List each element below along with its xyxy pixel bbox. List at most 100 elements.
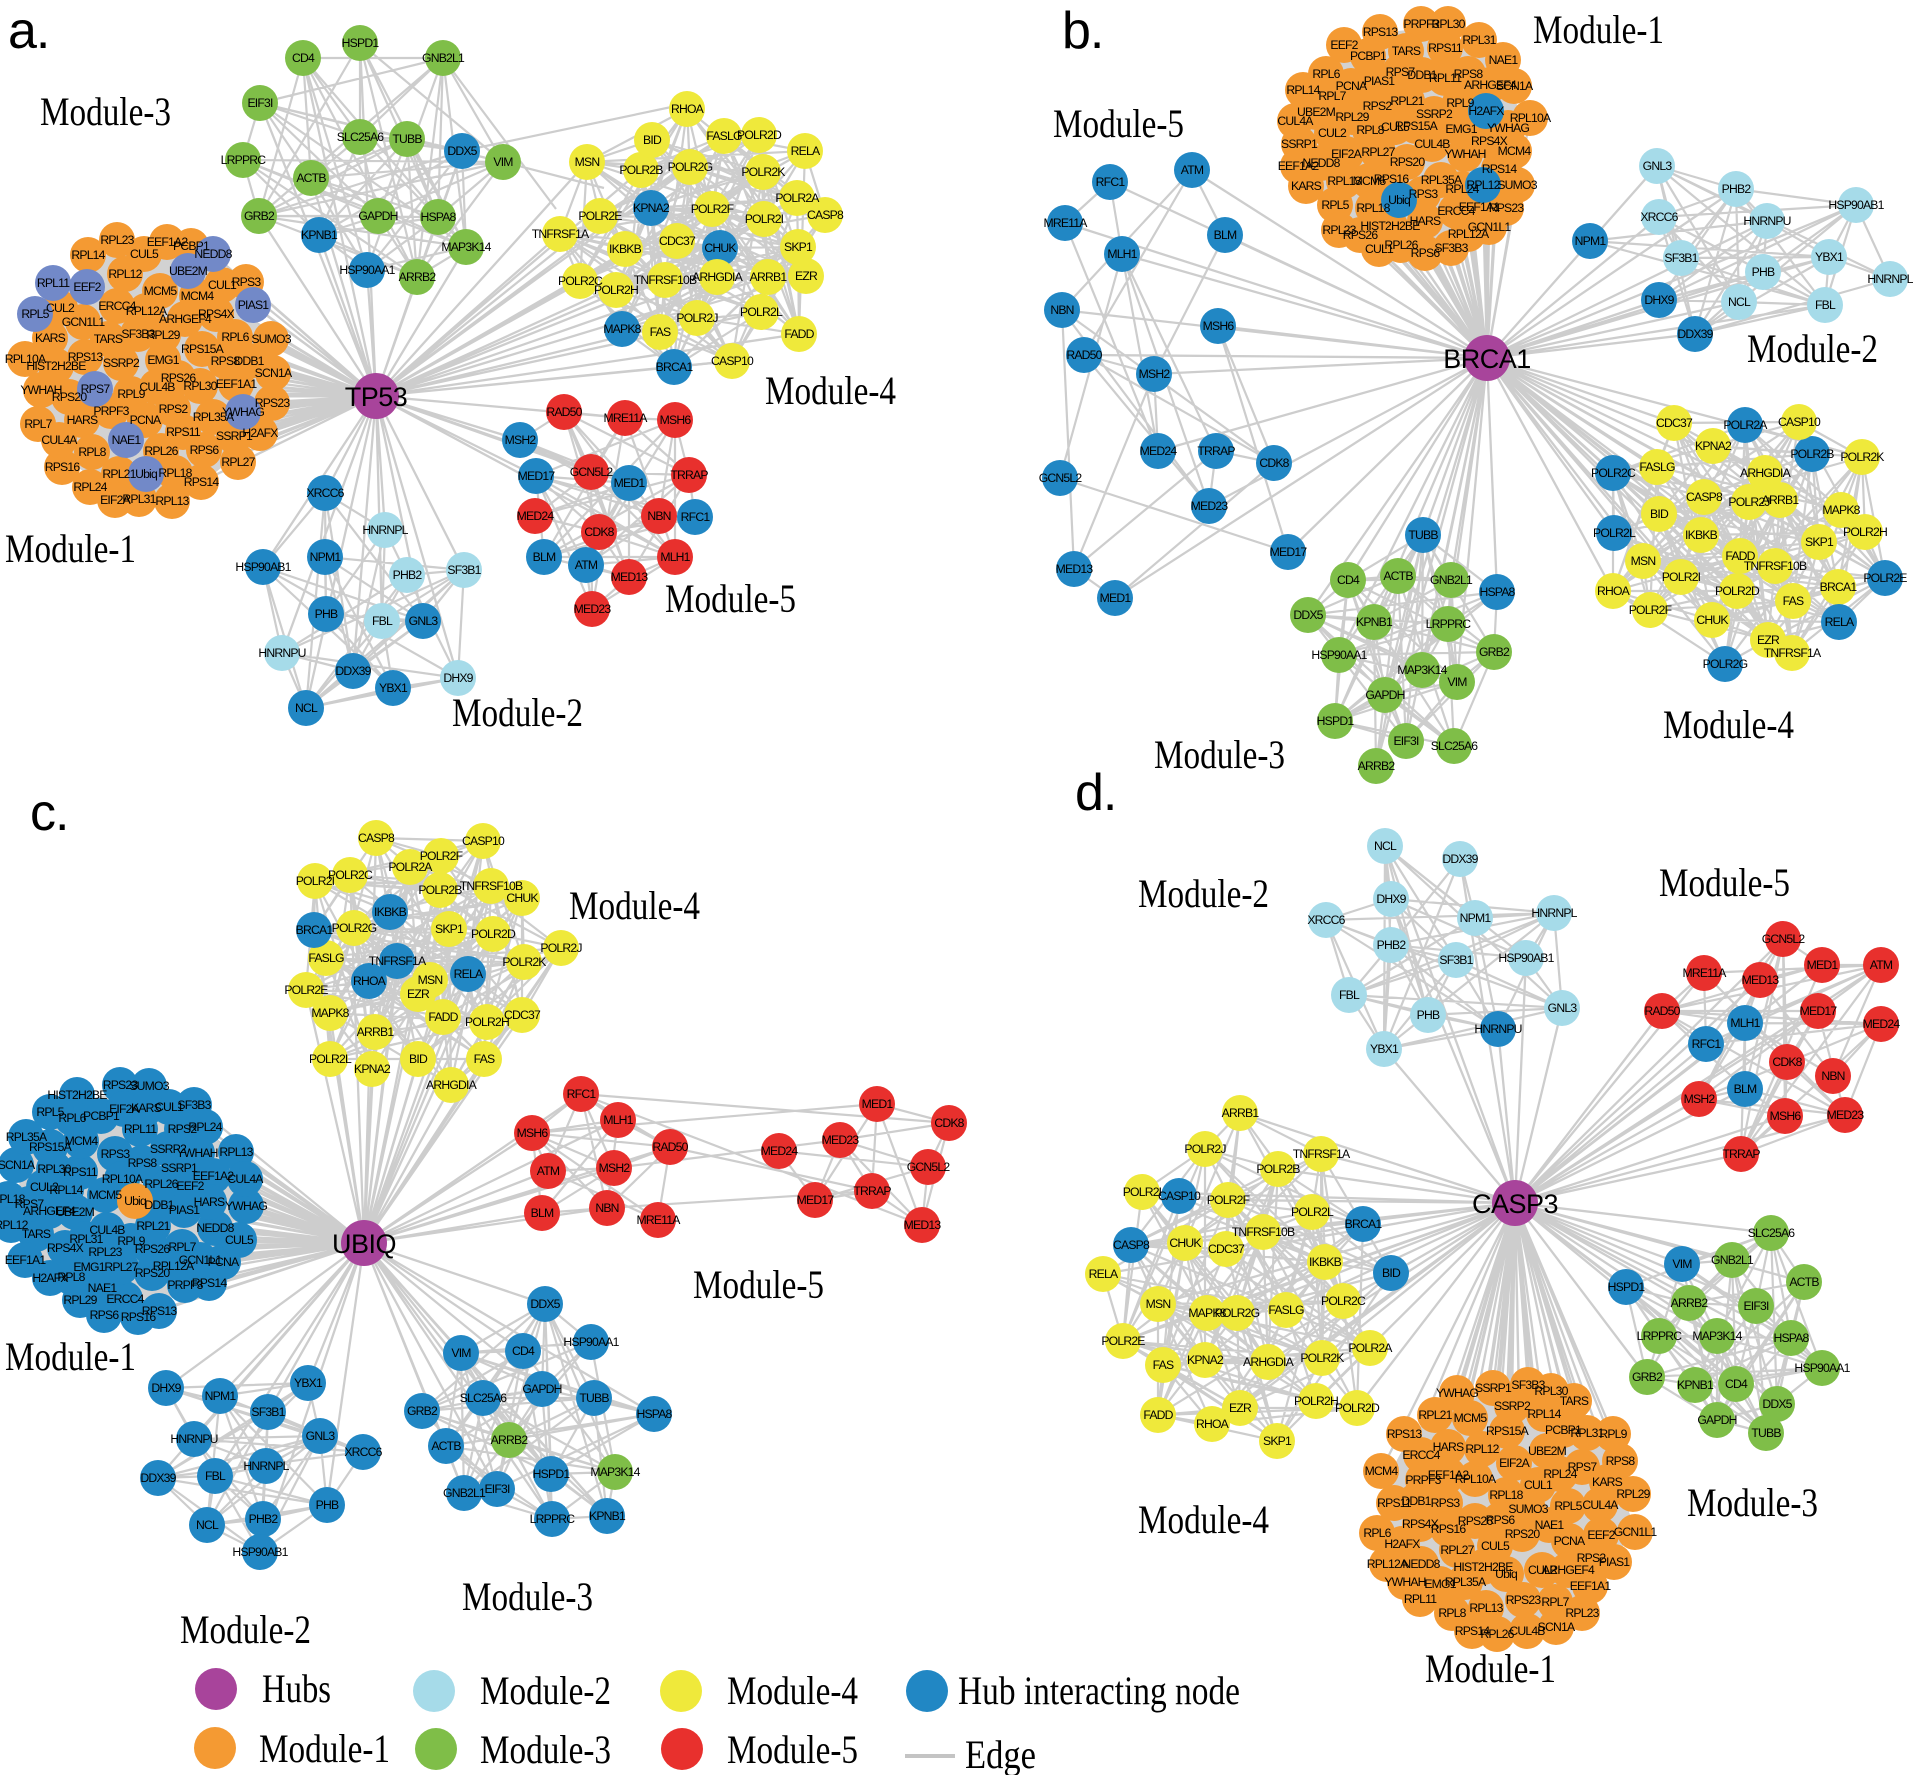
svg-text:HSP90AA1: HSP90AA1 — [1794, 1361, 1850, 1375]
svg-text:RPS14: RPS14 — [1455, 1624, 1491, 1638]
svg-text:Module-5: Module-5 — [727, 1727, 858, 1772]
svg-text:RPS20: RPS20 — [1505, 1527, 1541, 1541]
svg-text:H2AFX: H2AFX — [1384, 1537, 1420, 1551]
svg-text:EEF1A2: EEF1A2 — [193, 1169, 235, 1183]
svg-text:Module-2: Module-2 — [1138, 871, 1269, 916]
svg-text:NBN: NBN — [647, 509, 670, 523]
svg-text:MED13: MED13 — [1056, 562, 1094, 576]
svg-text:SF3B1: SF3B1 — [251, 1405, 285, 1419]
svg-text:SUMO3: SUMO3 — [1508, 1502, 1548, 1516]
svg-text:POLR2H: POLR2H — [594, 283, 638, 297]
svg-text:TARS: TARS — [94, 332, 123, 346]
svg-text:MED1: MED1 — [614, 476, 646, 490]
svg-text:RPL31: RPL31 — [122, 492, 156, 506]
svg-text:YWHAG: YWHAG — [1487, 121, 1529, 135]
svg-text:DHX9: DHX9 — [1644, 293, 1674, 307]
svg-text:CHUK: CHUK — [1696, 613, 1728, 627]
svg-text:RELA: RELA — [1825, 615, 1855, 629]
svg-text:RPL18: RPL18 — [158, 466, 192, 480]
svg-text:MLH1: MLH1 — [603, 1113, 633, 1127]
svg-text:RPL26: RPL26 — [1480, 1627, 1514, 1641]
svg-text:RPL13: RPL13 — [155, 494, 189, 508]
svg-text:TNFRSF1A: TNFRSF1A — [1764, 646, 1822, 660]
svg-text:BLM: BLM — [1734, 1082, 1757, 1096]
svg-text:Module-5: Module-5 — [693, 1262, 824, 1307]
svg-text:FAS: FAS — [474, 1052, 495, 1066]
svg-text:CUL2: CUL2 — [1528, 1563, 1557, 1577]
svg-text:EMG1: EMG1 — [1445, 122, 1477, 136]
svg-text:YBX1: YBX1 — [1815, 250, 1844, 264]
svg-text:YWHAG: YWHAG — [225, 1199, 267, 1213]
svg-text:CASP8: CASP8 — [358, 831, 395, 845]
svg-text:Hub interacting node: Hub interacting node — [958, 1668, 1240, 1713]
svg-text:SLC25A6: SLC25A6 — [1748, 1226, 1796, 1240]
svg-text:ATM: ATM — [1870, 958, 1893, 972]
svg-text:FBL: FBL — [205, 1469, 226, 1483]
svg-text:RPL12: RPL12 — [1466, 178, 1500, 192]
svg-text:Ubiq: Ubiq — [1388, 193, 1410, 207]
svg-text:RPS15A: RPS15A — [181, 342, 225, 356]
svg-text:FASLG: FASLG — [1268, 1303, 1304, 1317]
svg-text:POLR2K: POLR2K — [502, 955, 546, 969]
svg-text:MSN: MSN — [575, 155, 600, 169]
svg-text:TUBB: TUBB — [1751, 1426, 1781, 1440]
svg-text:SSRP2: SSRP2 — [1494, 1399, 1531, 1413]
svg-text:HSPD1: HSPD1 — [342, 36, 380, 50]
svg-text:RPS2: RPS2 — [1363, 99, 1393, 113]
svg-text:YWHAH: YWHAH — [20, 383, 61, 397]
svg-text:MED24: MED24 — [761, 1144, 799, 1158]
svg-text:SF3B1: SF3B1 — [447, 563, 481, 577]
svg-text:RPS6: RPS6 — [1411, 246, 1441, 260]
svg-text:CUL4A: CUL4A — [1582, 1498, 1619, 1512]
svg-text:RPL24: RPL24 — [1543, 1467, 1577, 1481]
svg-text:TARS: TARS — [22, 1227, 51, 1241]
svg-text:CD4: CD4 — [1725, 1377, 1748, 1391]
svg-text:NCL: NCL — [196, 1518, 219, 1532]
svg-text:RHOA: RHOA — [671, 102, 705, 116]
svg-text:POLR2E: POLR2E — [1863, 571, 1907, 585]
svg-text:HARS: HARS — [1410, 214, 1441, 228]
svg-text:RPL26: RPL26 — [144, 444, 178, 458]
svg-text:RPL21: RPL21 — [1418, 1408, 1452, 1422]
svg-text:CDC37: CDC37 — [1208, 1242, 1245, 1256]
svg-text:MLH1: MLH1 — [1107, 247, 1137, 261]
svg-text:MED23: MED23 — [1827, 1108, 1865, 1122]
svg-text:SF3B1: SF3B1 — [1439, 953, 1473, 967]
svg-text:ARHGEF4: ARHGEF4 — [159, 312, 212, 326]
svg-text:RPS20: RPS20 — [135, 1266, 171, 1280]
svg-text:RPL12A: RPL12A — [1367, 1557, 1409, 1571]
svg-text:POLR2B: POLR2B — [1256, 1162, 1300, 1176]
svg-text:BRCA1: BRCA1 — [656, 360, 694, 374]
svg-text:SLC25A6: SLC25A6 — [337, 130, 385, 144]
svg-text:RPS20: RPS20 — [1390, 155, 1426, 169]
svg-text:BRCA1: BRCA1 — [1820, 580, 1858, 594]
svg-text:EEF1A1: EEF1A1 — [1570, 1579, 1612, 1593]
svg-text:TUBB: TUBB — [392, 132, 422, 146]
svg-text:d.: d. — [1075, 764, 1116, 822]
svg-text:RPS11: RPS11 — [166, 425, 201, 439]
svg-text:POLR2B: POLR2B — [1790, 447, 1834, 461]
svg-text:GRB2: GRB2 — [244, 209, 275, 223]
svg-text:RPL14: RPL14 — [71, 248, 105, 262]
svg-text:NAE1: NAE1 — [1535, 1518, 1565, 1532]
svg-text:ATM: ATM — [575, 558, 598, 572]
svg-text:SCN1A: SCN1A — [0, 1158, 36, 1172]
svg-text:TP53: TP53 — [345, 382, 408, 412]
svg-text:YWHAH: YWHAH — [176, 1146, 217, 1160]
svg-text:RPS15A: RPS15A — [1486, 1424, 1530, 1438]
svg-text:SSRP1: SSRP1 — [1281, 137, 1318, 151]
svg-text:HSP90AB1: HSP90AB1 — [232, 1545, 288, 1559]
svg-text:EEF1A1: EEF1A1 — [1459, 200, 1501, 214]
svg-text:UBE2M: UBE2M — [56, 1205, 95, 1219]
svg-text:RELA: RELA — [791, 144, 821, 158]
svg-text:YBX1: YBX1 — [1370, 1042, 1399, 1056]
svg-text:GCN5L2: GCN5L2 — [570, 465, 614, 479]
svg-text:SUMO3: SUMO3 — [1497, 178, 1537, 192]
svg-text:TNFRSF10B: TNFRSF10B — [1232, 1225, 1295, 1239]
svg-text:RPL5: RPL5 — [1321, 198, 1349, 212]
svg-text:HIST2H2BE: HIST2H2BE — [26, 359, 86, 373]
svg-text:FADD: FADD — [428, 1010, 458, 1024]
svg-text:TNFRSF10B: TNFRSF10B — [634, 273, 697, 287]
svg-text:PHB2: PHB2 — [249, 1512, 279, 1526]
svg-text:ARHGDIA: ARHGDIA — [692, 270, 744, 284]
